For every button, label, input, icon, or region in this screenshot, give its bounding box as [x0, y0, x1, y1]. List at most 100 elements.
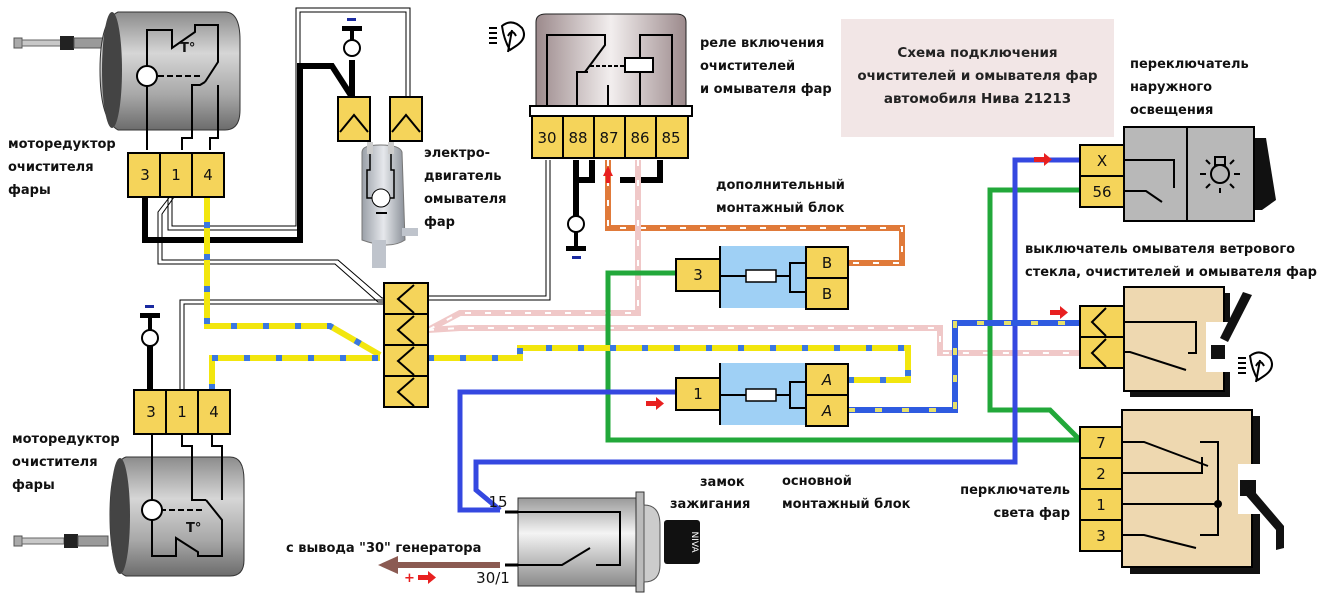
pin-1: 1 — [1096, 496, 1106, 514]
pin-15: 15 — [488, 493, 507, 511]
title-box — [841, 19, 1114, 137]
wiper-motor-top[interactable]: T° 3 1 4 — [13, 11, 241, 198]
svg-text:замок: замок — [700, 475, 745, 490]
arrow-right-icon — [1034, 153, 1052, 166]
title-line: очистителей и омывателя фар — [857, 68, 1098, 84]
outer-light-switch-label: переключатель наружного освещения — [1130, 57, 1249, 118]
generator-label: с вывода "30" генератора — [286, 541, 481, 556]
title-line: автомобиля Нива 21213 — [883, 91, 1072, 107]
svg-text:очистителя: очистителя — [12, 455, 98, 470]
headlight-switch-label: перключатель света фар — [960, 483, 1070, 521]
diagram-title: Схема подключения очистителей и омывател… — [841, 42, 1114, 111]
thermal-switch-label: T° — [186, 521, 201, 536]
svg-text:электро-: электро- — [424, 146, 490, 161]
outer-light-switch[interactable]: X 56 — [1079, 126, 1276, 222]
ignition-lock[interactable]: NIVA 15 30/1 — [476, 491, 700, 593]
washer-motor-label: электро- двигатель омывателя фар — [424, 146, 507, 230]
headlight-washer-icon — [1238, 351, 1273, 383]
thermal-switch-label: T° — [180, 41, 195, 56]
washer-pump[interactable] — [337, 96, 423, 268]
svg-text:фары: фары — [8, 183, 51, 198]
relay-label: реле включения очистителей и омывателя ф… — [700, 36, 832, 97]
svg-text:освещения: освещения — [1130, 103, 1213, 118]
pin-B: B — [822, 285, 832, 303]
svg-text:очистителей: очистителей — [700, 59, 795, 74]
pin-A: A — [821, 402, 832, 420]
plus-sign: + — [404, 571, 415, 586]
svg-text:перключатель: перключатель — [960, 483, 1070, 498]
washer-switch-label: выключатель омывателя ветрового стекла, … — [1025, 242, 1317, 280]
arrow-right-icon — [1050, 306, 1068, 319]
pin-30-1: 30/1 — [476, 569, 510, 587]
pin-56: 56 — [1092, 183, 1111, 201]
ignition-key-icon — [664, 520, 700, 564]
pin-1: 1 — [171, 166, 181, 184]
motor-shaft — [13, 534, 109, 548]
extra-block-label: дополнительный монтажный блок — [716, 178, 845, 216]
ground-icon — [140, 305, 160, 347]
pin-3: 3 — [693, 266, 703, 284]
svg-text:монтажный блок: монтажный блок — [782, 497, 911, 512]
pin-4: 4 — [203, 166, 213, 184]
svg-text:света фар: света фар — [993, 506, 1070, 521]
motor-shaft — [13, 36, 105, 50]
headlight-switch[interactable]: 7 2 1 3 — [1079, 409, 1284, 574]
pin-7: 7 — [1096, 434, 1106, 452]
wiper-motor-bottom[interactable]: 3 1 4 T° — [13, 389, 245, 577]
key-brand: NIVA — [689, 531, 699, 553]
pin-3: 3 — [146, 403, 156, 421]
pin-X: X — [1097, 152, 1107, 170]
pin-88: 88 — [568, 129, 587, 147]
extra-fuse-block[interactable]: 3 B B — [675, 246, 849, 310]
svg-text:очистителя: очистителя — [8, 160, 94, 175]
wire-blue — [457, 157, 1080, 513]
svg-text:реле включения: реле включения — [700, 36, 824, 51]
svg-text:фар: фар — [424, 215, 455, 230]
pin-30: 30 — [537, 129, 556, 147]
fuse-icon — [745, 269, 777, 283]
svg-text:моторедуктор: моторедуктор — [12, 432, 120, 447]
ignition-label: замок зажигания — [670, 475, 750, 512]
main-block-label: основной монтажный блок — [782, 474, 911, 512]
arrow-up-icon — [603, 166, 613, 176]
pin-A: A — [821, 371, 832, 389]
pin-4: 4 — [209, 403, 219, 421]
pin-87: 87 — [599, 129, 618, 147]
svg-text:дополнительный: дополнительный — [716, 178, 845, 193]
svg-text:и омывателя фар: и омывателя фар — [700, 82, 832, 97]
pin-86: 86 — [630, 129, 649, 147]
svg-text:стекла, очистителей и омывател: стекла, очистителей и омывателя фар — [1025, 265, 1317, 280]
ground-icon — [342, 18, 362, 57]
arrow-right-icon — [418, 571, 436, 584]
pin-1: 1 — [693, 385, 703, 403]
svg-text:моторедуктор: моторедуктор — [8, 137, 116, 152]
lamp-icon — [1200, 156, 1240, 193]
main-fuse-block[interactable]: 1 A A — [675, 363, 849, 427]
arrow-left-icon — [378, 556, 398, 574]
svg-text:фары: фары — [12, 478, 55, 493]
pin-B: B — [822, 254, 832, 272]
fuse-icon — [745, 388, 777, 402]
ground-icon — [566, 215, 586, 259]
svg-text:омывателя: омывателя — [424, 192, 507, 207]
svg-text:монтажный блок: монтажный блок — [716, 201, 845, 216]
central-connector[interactable] — [383, 282, 429, 408]
pin-3: 3 — [1096, 527, 1106, 545]
wire-green — [605, 187, 1082, 443]
wire-blue-yellow — [848, 320, 1080, 413]
pin-2: 2 — [1096, 465, 1106, 483]
relay[interactable]: 30 88 87 86 85 — [529, 13, 693, 159]
svg-text:основной: основной — [782, 474, 852, 489]
arrow-right-icon — [646, 397, 664, 410]
svg-text:выключатель омывателя ветровог: выключатель омывателя ветрового — [1025, 242, 1295, 257]
motor-bottom-label: моторедуктор очистителя фары — [12, 432, 120, 493]
svg-text:двигатель: двигатель — [424, 169, 502, 184]
pin-3: 3 — [140, 166, 150, 184]
current-arrows — [418, 153, 1068, 584]
headlight-washer-icon — [489, 21, 525, 53]
washer-switch[interactable] — [1079, 286, 1273, 397]
motor-top-label: моторедуктор очистителя фары — [8, 137, 116, 198]
pin-85: 85 — [661, 129, 680, 147]
title-line: Схема подключения — [897, 45, 1058, 61]
